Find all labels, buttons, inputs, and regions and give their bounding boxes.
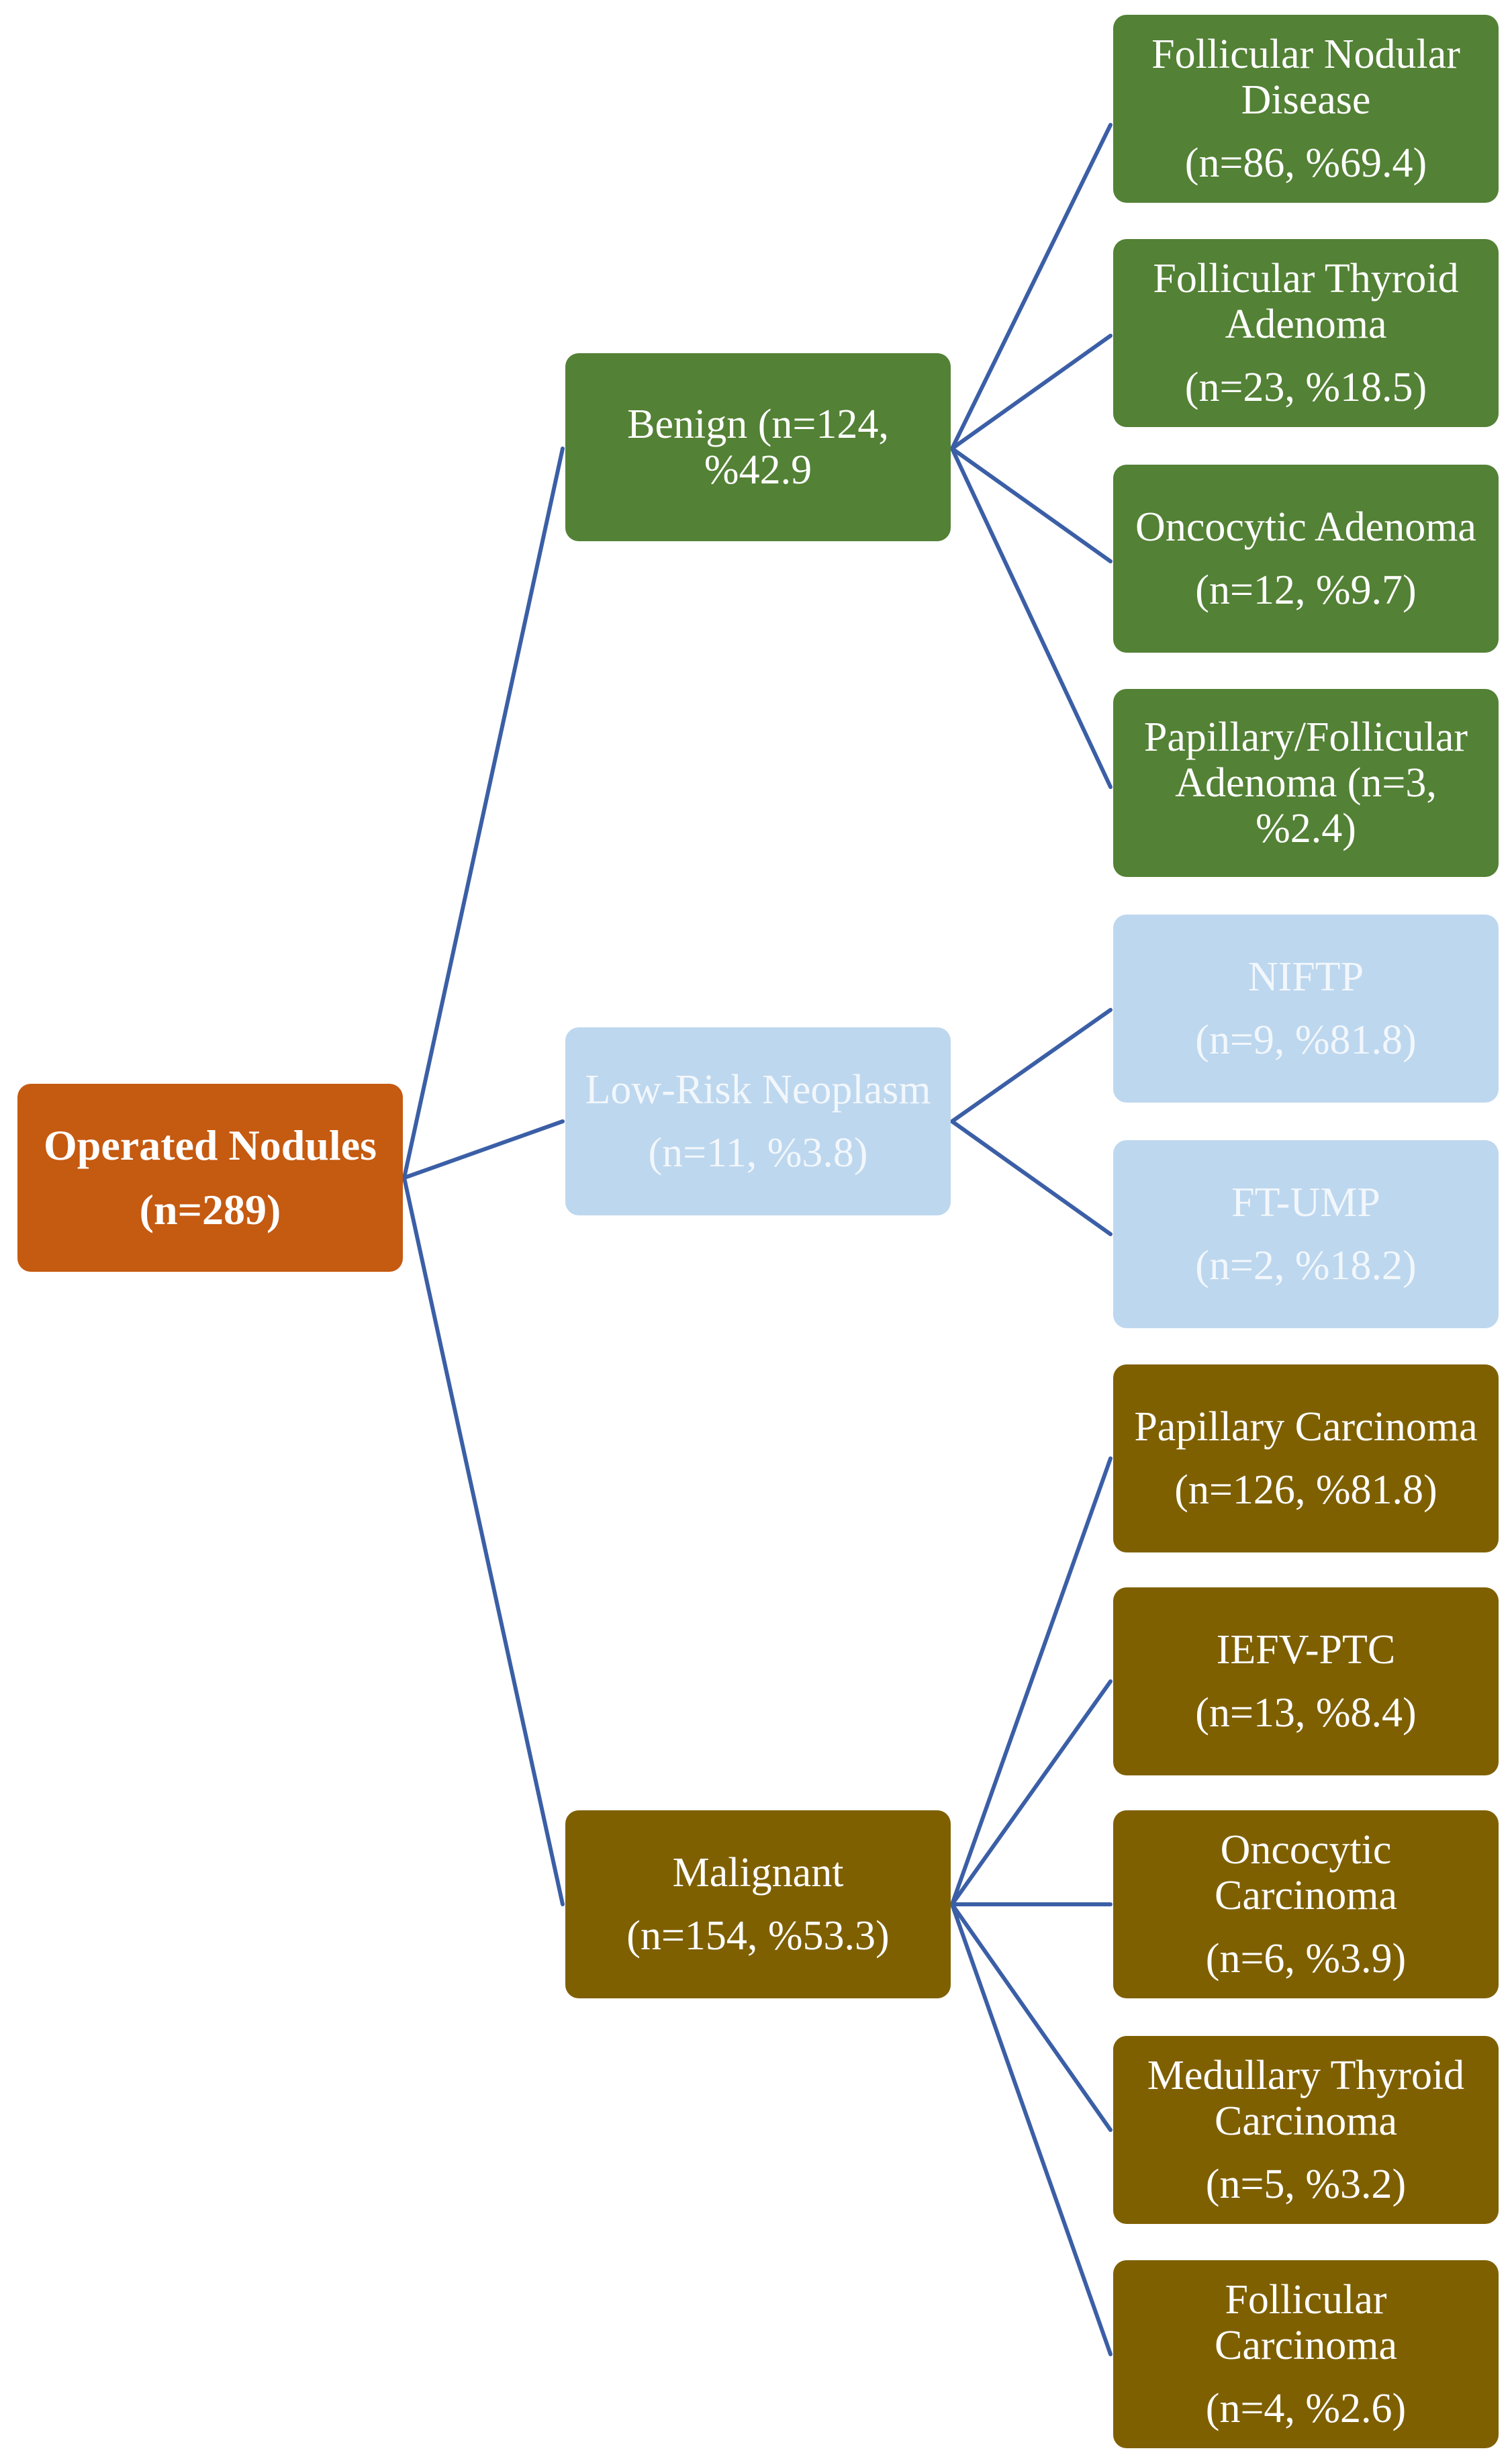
connector-lowrisk-ftump bbox=[950, 1119, 1113, 1236]
leaf-label: Papillary Carcinoma bbox=[1134, 1403, 1478, 1450]
leaf-follicular-nodular-disease: Follicular Nodular Disease (n=86, %69.4) bbox=[1113, 15, 1499, 203]
connector-root-malignant bbox=[402, 1176, 565, 1906]
leaf-label: Follicular Nodular Disease bbox=[1151, 31, 1460, 123]
connector-lowrisk-niftp bbox=[950, 1008, 1113, 1123]
malignant-count: (n=154, %53.3) bbox=[626, 1913, 890, 1959]
benign-node: Benign (n=124, %42.9 bbox=[565, 353, 951, 541]
leaf-ft-ump: FT-UMP (n=2, %18.2) bbox=[1113, 1140, 1499, 1328]
connector-malignant-mtc bbox=[950, 1902, 1113, 2132]
leaf-count: (n=13, %8.4) bbox=[1195, 1690, 1417, 1736]
leaf-medullary-thyroid-carcinoma: Medullary Thyroid Carcinoma (n=5, %3.2) bbox=[1113, 2036, 1499, 2224]
root-node-operated-nodules: Operated Nodules (n=289) bbox=[17, 1084, 403, 1272]
leaf-count: (n=6, %3.9) bbox=[1205, 1936, 1407, 1982]
low-risk-node: Low-Risk Neoplasm (n=11, %3.8) bbox=[565, 1027, 951, 1215]
leaf-oncocytic-adenoma: Oncocytic Adenoma (n=12, %9.7) bbox=[1113, 465, 1499, 653]
leaf-label: Medullary Thyroid Carcinoma bbox=[1147, 2052, 1465, 2144]
leaf-label: Oncocytic Carcinoma bbox=[1214, 1826, 1397, 1918]
connector-root-low-risk bbox=[402, 1119, 565, 1180]
leaf-label: NIFTP bbox=[1247, 954, 1364, 1000]
leaf-oncocytic-carcinoma: Oncocytic Carcinoma (n=6, %3.9) bbox=[1113, 1810, 1499, 1998]
leaf-label: FT-UMP bbox=[1231, 1179, 1380, 1225]
malignant-label: Malignant bbox=[672, 1849, 844, 1896]
leaf-label: Oncocytic Adenoma bbox=[1135, 504, 1476, 550]
leaf-label: Follicular Thyroid Adenoma bbox=[1153, 255, 1459, 347]
low-risk-count: (n=11, %3.8) bbox=[648, 1130, 868, 1176]
leaf-count: (n=126, %81.8) bbox=[1174, 1467, 1437, 1513]
connector-root-benign bbox=[402, 447, 565, 1180]
low-risk-label: Low-Risk Neoplasm bbox=[585, 1066, 931, 1113]
root-count: (n=289) bbox=[139, 1186, 281, 1234]
connector-benign-pfa bbox=[950, 447, 1113, 789]
connector-benign-oa bbox=[950, 447, 1113, 563]
leaf-count: (n=23, %18.5) bbox=[1184, 365, 1427, 411]
leaf-niftp: NIFTP (n=9, %81.8) bbox=[1113, 915, 1499, 1103]
leaf-iefv-ptc: IEFV-PTC (n=13, %8.4) bbox=[1113, 1587, 1499, 1775]
leaf-papillary-carcinoma: Papillary Carcinoma (n=126, %81.8) bbox=[1113, 1364, 1499, 1552]
leaf-count: (n=5, %3.2) bbox=[1205, 2162, 1407, 2208]
connector-malignant-ptc bbox=[950, 1456, 1113, 1906]
leaf-label: Follicular Carcinoma bbox=[1214, 2276, 1397, 2368]
connector-benign-fta bbox=[950, 334, 1113, 451]
connector-malignant-iefv bbox=[950, 1679, 1113, 1906]
benign-label: Benign (n=124, %42.9 bbox=[627, 401, 889, 493]
leaf-label: Papillary/Follicular Adenoma (n=3, %2.4) bbox=[1143, 714, 1468, 852]
leaf-count: (n=2, %18.2) bbox=[1195, 1243, 1417, 1289]
leaf-count: (n=9, %81.8) bbox=[1195, 1017, 1417, 1063]
leaf-follicular-thyroid-adenoma: Follicular Thyroid Adenoma (n=23, %18.5) bbox=[1113, 239, 1499, 427]
connector-benign-fnd bbox=[950, 123, 1113, 451]
leaf-papillary-follicular-adenoma: Papillary/Follicular Adenoma (n=3, %2.4) bbox=[1113, 689, 1499, 877]
leaf-follicular-carcinoma: Follicular Carcinoma (n=4, %2.6) bbox=[1113, 2260, 1499, 2448]
leaf-count: (n=4, %2.6) bbox=[1205, 2386, 1407, 2432]
leaf-count: (n=86, %69.4) bbox=[1184, 140, 1427, 187]
leaf-count: (n=12, %9.7) bbox=[1195, 567, 1417, 613]
root-label: Operated Nodules bbox=[44, 1121, 377, 1169]
malignant-node: Malignant (n=154, %53.3) bbox=[565, 1810, 951, 1998]
connector-malignant-fc bbox=[950, 1902, 1113, 2356]
leaf-label: IEFV-PTC bbox=[1216, 1626, 1396, 1673]
